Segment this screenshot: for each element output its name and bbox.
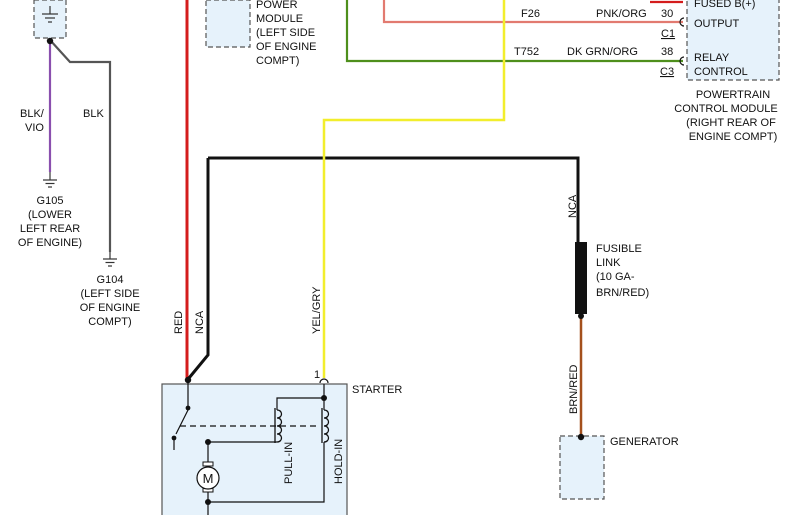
- power-module-label-2: MODULE: [256, 13, 303, 25]
- hold-in-coil: [323, 409, 330, 443]
- pcm-output-label: OUTPUT: [694, 18, 740, 30]
- generator-label: GENERATOR: [610, 436, 679, 448]
- wire-blk-vio-label-2: VIO: [25, 122, 44, 134]
- fusible-link-label-1: FUSIBLE: [596, 243, 642, 255]
- pcm-relay-label: RELAY: [694, 52, 730, 64]
- wire-nca-black: [208, 156, 580, 242]
- splice-dot: [46, 37, 54, 45]
- fusible-link-label-3: (10 GA-: [596, 271, 635, 283]
- pcm-name-4: ENGINE COMPT): [689, 131, 778, 143]
- wire-blk-vio-label-1: BLK/: [20, 108, 45, 120]
- power-module-label-5: COMPT): [256, 55, 299, 67]
- fusible-link-label-2: LINK: [596, 257, 621, 269]
- ground-icon: [43, 172, 57, 188]
- fusible-link: FUSIBLE LINK (10 GA- BRN/RED): [575, 242, 649, 319]
- t752-circuit-label: T752: [514, 46, 539, 58]
- ground-icon: [42, 6, 58, 23]
- g104-desc-1: (LEFT SIDE: [80, 288, 139, 300]
- g104-name: G104: [97, 274, 124, 286]
- wire-nca-black-drop: [187, 158, 210, 379]
- wire-f26: [382, 0, 683, 24]
- connector-arc: [679, 17, 685, 27]
- ground-box: [33, 0, 67, 39]
- starter-label: STARTER: [352, 384, 402, 396]
- g104-desc-2: OF ENGINE: [80, 302, 141, 314]
- connector-arc: [319, 378, 329, 384]
- starter-pin-label: 1: [314, 369, 320, 381]
- generator: GENERATOR: [559, 433, 679, 500]
- power-module-label-1: POWER: [256, 0, 298, 11]
- f26-circuit-label: F26: [521, 8, 540, 20]
- wire-t752: [345, 0, 683, 63]
- wire-yel-gry: [322, 0, 506, 378]
- pull-in-label: PULL-IN: [283, 442, 295, 484]
- pcm-fused-b-label: FUSED B(+): [694, 0, 755, 10]
- wire-nca-right-label: NCA: [567, 194, 579, 218]
- f26-pin-label: 30: [661, 8, 673, 20]
- pcm-control-label: CONTROL: [694, 66, 748, 78]
- g104-desc-3: COMPT): [88, 316, 131, 328]
- connector-arc: [679, 56, 685, 66]
- pcm-name-3: (RIGHT REAR OF: [686, 117, 776, 129]
- motor-icon: M: [196, 461, 220, 493]
- c3-connector-label: C3: [660, 66, 674, 78]
- powertrain-control-module: FUSED B(+) OUTPUT RELAY CONTROL POWERTRA…: [674, 0, 780, 143]
- starter: STARTER 1 PULL-IN HOLD-IN: [161, 369, 402, 515]
- g105-desc-2: LEFT REAR: [20, 223, 80, 235]
- power-module-label-3: (LEFT SIDE: [256, 27, 315, 39]
- ground-g104: G104 (LEFT SIDE OF ENGINE COMPT): [80, 252, 141, 328]
- power-module: POWER MODULE (LEFT SIDE OF ENGINE COMPT): [205, 0, 317, 67]
- power-module-label-4: OF ENGINE: [256, 41, 317, 53]
- wire-blk: [49, 39, 112, 252]
- c1-connector-label: C1: [661, 28, 675, 40]
- pull-in-coil: [276, 409, 283, 443]
- wire-yel-gry-label: YEL/GRY: [311, 286, 323, 334]
- g105-desc-3: OF ENGINE): [18, 237, 82, 249]
- t752-pin-label: 38: [661, 46, 673, 58]
- g105-desc-1: (LOWER: [28, 209, 72, 221]
- pcm-name-1: POWERTRAIN: [696, 89, 770, 101]
- wire-nca-label: NCA: [194, 310, 206, 334]
- wire-brn-red-label: BRN/RED: [568, 364, 580, 414]
- f26-color-label: PNK/ORG: [596, 8, 647, 20]
- ground-icon: [103, 252, 117, 267]
- hold-in-label: HOLD-IN: [333, 439, 345, 484]
- ground-g105: G105 (LOWER LEFT REAR OF ENGINE): [18, 172, 82, 249]
- wire-red-label: RED: [173, 311, 185, 334]
- fusible-link-label-4: BRN/RED): [596, 287, 649, 299]
- t752-color-label: DK GRN/ORG: [567, 46, 638, 58]
- g105-name: G105: [37, 195, 64, 207]
- wire-blk-label: BLK: [83, 108, 104, 120]
- motor-label: M: [203, 471, 214, 486]
- pcm-name-2: CONTROL MODULE: [674, 103, 778, 115]
